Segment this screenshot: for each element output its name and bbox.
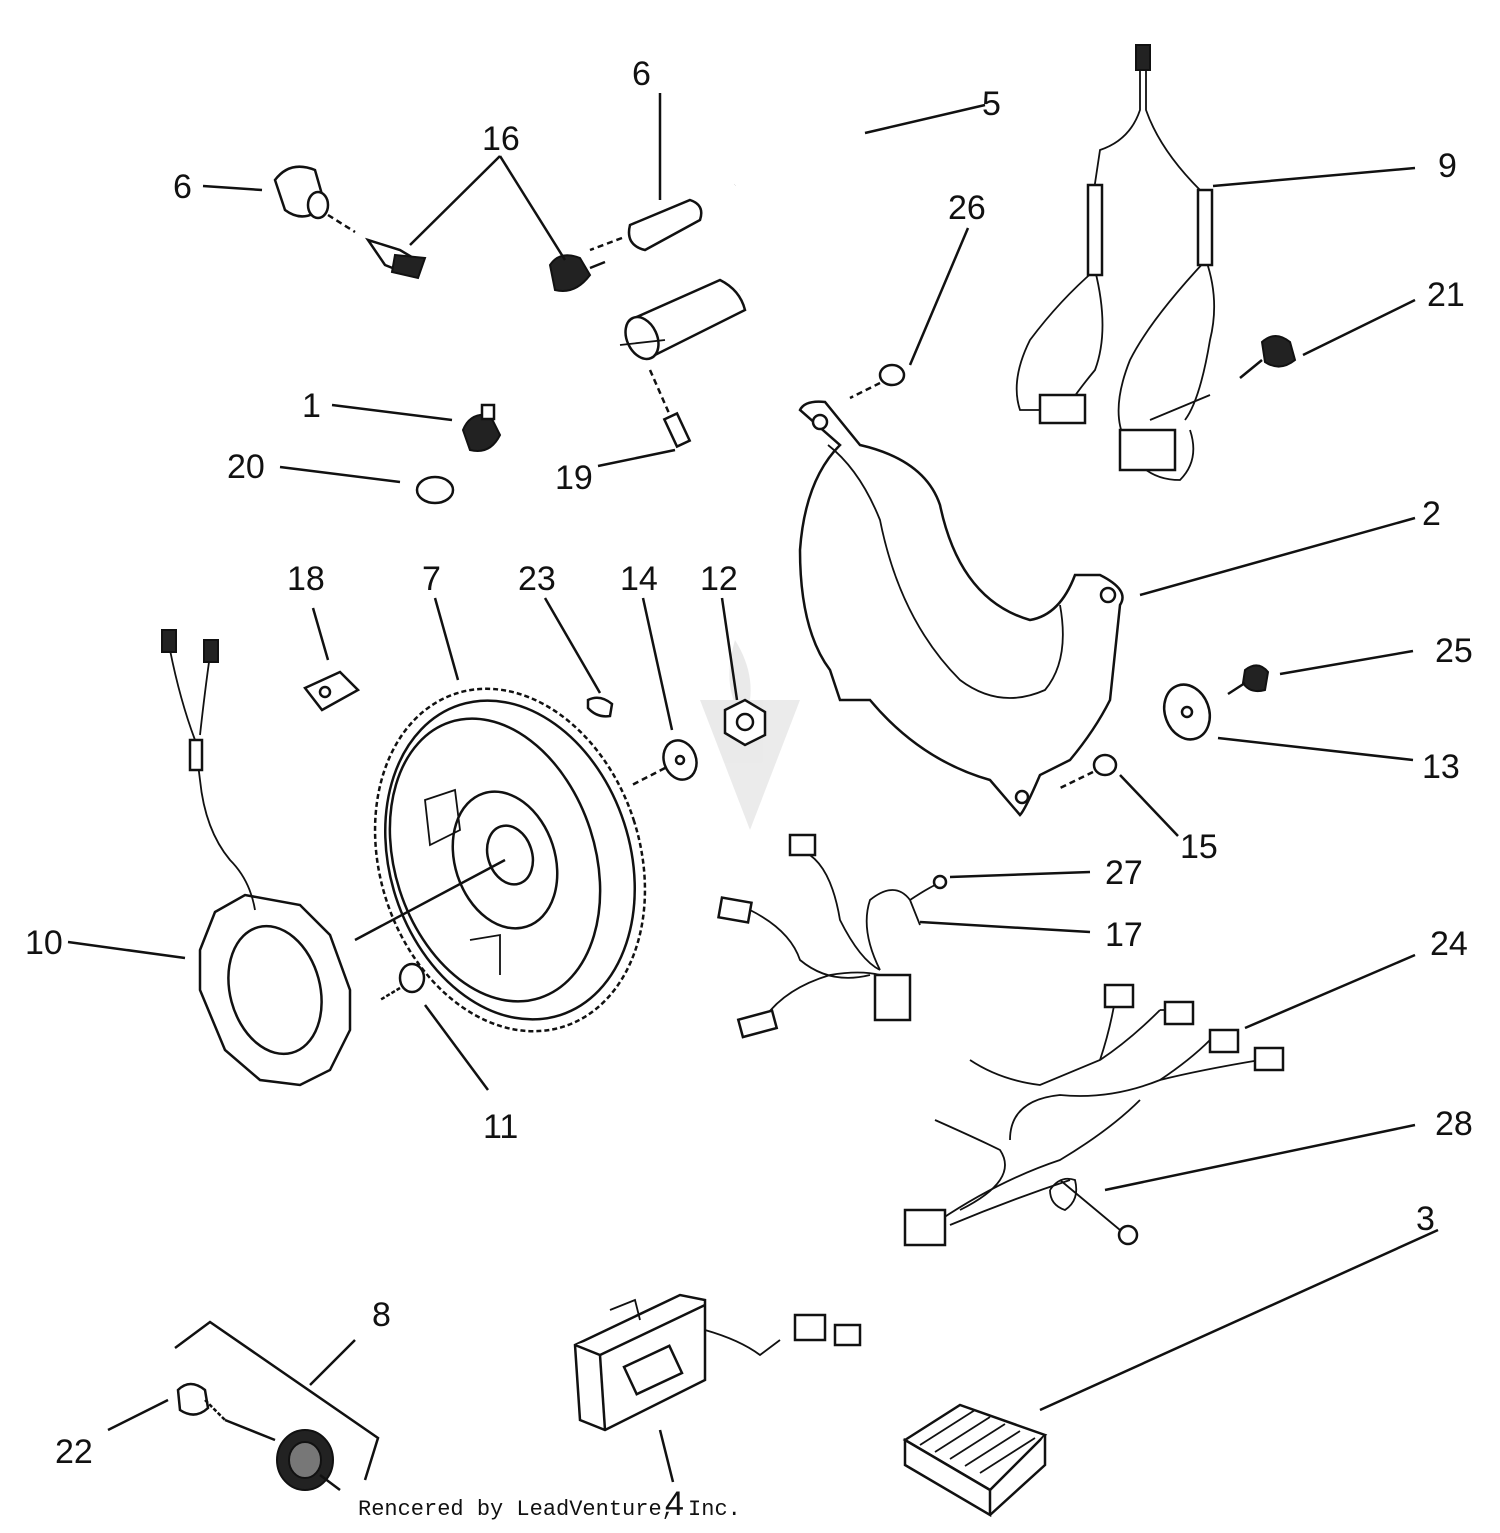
callout-5: 5: [982, 85, 1001, 123]
callout-15: 15: [1180, 828, 1218, 866]
callout-23: 23: [518, 560, 556, 598]
callout-22: 22: [55, 1433, 93, 1471]
callout-17: 17: [1105, 916, 1143, 954]
part-21-bolt: [1239, 335, 1297, 379]
part-16-spark-plug-right: [548, 254, 606, 292]
callout-3: 3: [1416, 1200, 1435, 1238]
part-25-bolt: [1227, 664, 1270, 696]
callout-2: 2: [1422, 495, 1441, 533]
callout-27: 27: [1105, 854, 1143, 892]
part-14-washer: [631, 739, 698, 787]
part-11-bolt: [379, 962, 426, 1002]
part-6-plug-cap-left: [273, 165, 356, 234]
callout-9: 9: [1438, 147, 1457, 185]
part-12-nut: [723, 698, 767, 747]
callout-13: 13: [1422, 748, 1460, 786]
part-7-flywheel: [354, 687, 647, 1033]
callout-4: 4: [665, 1485, 684, 1523]
callout-24: 24: [1430, 925, 1468, 963]
part-23-key: [586, 696, 614, 718]
callout-14: 14: [620, 560, 658, 598]
callout-20: 20: [227, 448, 265, 486]
part-2-cover: [798, 400, 1124, 817]
part-18-block: [303, 670, 361, 712]
callout-18: 18: [287, 560, 325, 598]
callout-7: 7: [422, 560, 441, 598]
part-19-screw: [648, 369, 692, 449]
part-6-plug-cap-right: [589, 198, 703, 252]
callout-12: 12: [700, 560, 738, 598]
callout-26: 26: [948, 189, 986, 227]
part-1-sensor: [461, 403, 502, 452]
callout-11: 11: [483, 1108, 518, 1146]
part-17-wire-harness: [717, 833, 948, 1039]
part-20-washer: [415, 475, 455, 505]
callout-19: 19: [555, 459, 593, 497]
part-10-stator: [161, 629, 352, 1087]
callout-1: 1: [302, 387, 321, 425]
part-26-collar: [849, 363, 906, 400]
callout-8: 8: [372, 1296, 391, 1334]
part-24-main-harness: [903, 983, 1285, 1247]
credit-text: Rencered by LeadVenture, Inc.: [358, 1497, 741, 1522]
part-13-washer: [1162, 683, 1212, 741]
part-8-switch: [224, 1418, 341, 1491]
part-9-ignition-harness: [1015, 44, 1216, 481]
callout-16: 16: [482, 120, 520, 158]
callout-21: 21: [1427, 276, 1465, 314]
part-16-spark-plug-left: [364, 237, 427, 280]
part-5-ignition-coil: [619, 135, 861, 361]
callout-6-left: 6: [173, 168, 192, 206]
callout-28: 28: [1435, 1105, 1473, 1143]
part-22-bolt: [176, 1382, 226, 1421]
callout-10: 10: [25, 924, 63, 962]
part-3-rectifier: [902, 1403, 1048, 1518]
leader-lines: [67, 93, 1439, 1483]
callout-labels: 1 2 3 4 5 6 6 7 8 9 10 11 12 13 14 15 16…: [25, 55, 1473, 1523]
callout-25: 25: [1435, 632, 1473, 670]
part-15-collar: [1059, 753, 1118, 790]
callout-6-right: 6: [632, 55, 651, 93]
part-4-cdi-unit: [573, 1293, 862, 1432]
